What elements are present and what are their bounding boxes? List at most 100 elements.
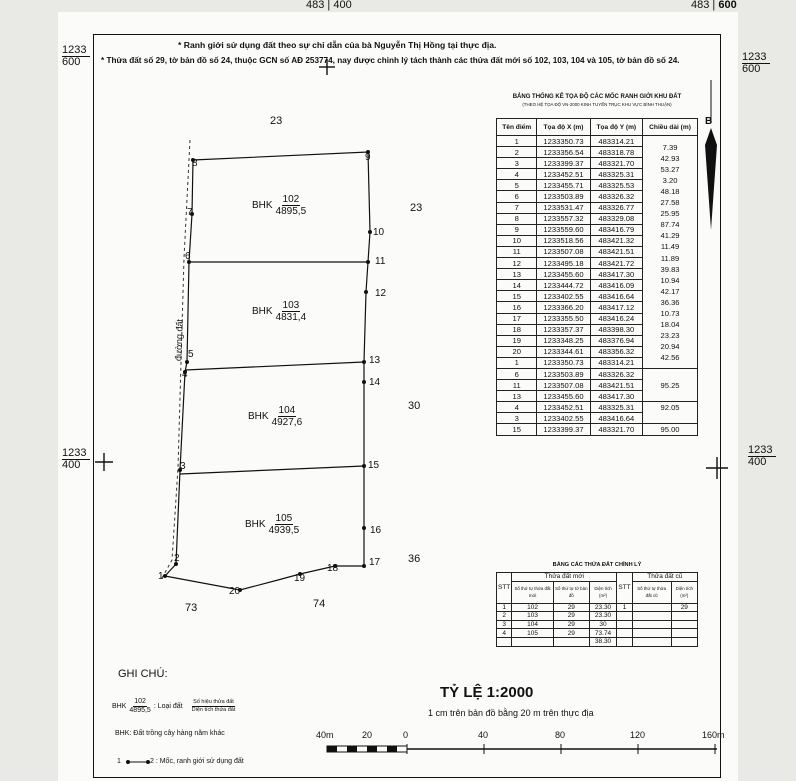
coord-x: 1233503.89 [536,190,591,203]
legend-boundary-line [126,760,150,764]
parcel-head-new: Thửa đất mới [511,572,618,582]
coord-length: 10.94 [642,274,698,286]
point-label-4: 4 [182,369,188,380]
parcel-col-e: Diện tích (m²) [670,580,699,604]
neighbor-73: 73 [185,602,198,614]
coord-x: 1233507.08 [536,379,591,392]
grid-label-top-right: 483 | 600 [691,0,737,11]
coord-length: 27.58 [642,197,698,209]
coord-point: 7 [495,201,538,214]
coord-point: 20 [495,345,538,358]
point-label-14: 14 [369,377,381,388]
scale-tick-0: 0 [403,730,409,740]
coord-point: 16 [495,301,538,314]
coord-length: 36.36 [642,296,698,308]
point-label-12: 12 [375,288,387,299]
coord-x: 1233357.37 [536,323,591,336]
coord-x: 1233455.71 [536,179,591,192]
coord-length: 39.83 [642,263,698,275]
parcel-old-cell [616,619,633,630]
coord-x: 1233356.54 [536,146,591,159]
neighbor-36: 36 [408,553,421,565]
parcel-cell: 29 [552,628,590,638]
parcel-head-old: Thửa đất cũ [631,572,699,582]
scale-tick-40: 40 [478,730,489,740]
coord-y: 483321.70 [589,423,644,436]
scale-tick-20: 20 [362,730,373,740]
coord-point: 13 [495,390,538,403]
coord-y: 483325.53 [589,179,644,192]
coord-length: 95.25 [642,379,698,391]
divider-103-104 [184,361,365,371]
parcel-head-stt-old: STT [616,572,633,604]
parcel-col-a: Số thứ tự thửa đất mới [511,580,554,604]
point-label-7: 7 [187,207,193,218]
point-label-17: 17 [369,557,381,568]
coord-point: 17 [495,312,538,325]
coord-x: 1233559.60 [536,223,591,236]
coord-x: 1233402.55 [536,412,591,425]
scale-title: TỶ LỆ 1:2000 [440,684,534,701]
parcel-old-cell [631,602,672,613]
road-label: đường đất [173,318,185,362]
parcel-cell: 104 [511,619,554,630]
coord-point: 1 [495,134,538,148]
note-line-2: * Thửa đất số 29, tờ bản đồ số 24, thuộc… [101,56,680,65]
grid-label-top-left: 483 | 400 [306,0,352,11]
coord-x: 1233495.18 [536,257,591,270]
coord-point: 12 [495,257,538,270]
point-label-19: 19 [294,573,306,584]
parcel-cell: 29 [552,619,590,630]
coord-point: 2 [495,146,538,159]
coord-y: 483326.32 [589,190,644,203]
parcel-head-stt: STT [495,572,513,604]
vertex-markers [163,150,372,592]
coord-point: 10 [495,234,538,247]
point-label-10: 10 [373,227,385,238]
scale-tick-160m: 160m [702,730,725,740]
coord-y: 483326.32 [589,367,644,381]
parcel-cell: 29 [552,611,590,621]
coord-y: 483398.30 [589,323,644,336]
point-label-1: 1 [158,571,164,582]
coord-length [642,368,698,380]
coord-length: 10.73 [642,308,698,320]
north-arrow [705,80,717,230]
coord-point: 1 [495,356,538,369]
coord-x: 1233350.73 [536,356,591,369]
coord-point: 15 [495,290,538,303]
point-label-18: 18 [327,563,339,574]
coord-length: 18.04 [642,319,698,331]
parcel-col-d: Số thứ tự thửa đất cũ [631,580,672,604]
legend-bhk-desc: BHK: Đất trồng cây hàng năm khác [115,730,225,737]
north-label: B [705,116,713,127]
coord-x: 1233348.25 [536,334,591,347]
parcel-outer-boundary [164,151,371,591]
legend-title: GHI CHÚ: [118,668,168,680]
parcel-total: 38.30 [588,636,618,647]
parcel-cell: 105 [511,628,554,638]
coord-point: 11 [495,245,538,259]
legend-line-desc: 2 : Mốc, ranh giới sử dụng đất [150,758,244,765]
parcel-cell: 73.74 [588,628,618,638]
point-label-11: 11 [375,256,386,267]
point-label-16: 16 [370,525,382,536]
coord-point: 5 [495,179,538,192]
coord-y: 483416.64 [589,412,644,425]
coord-x: 1233350.73 [536,134,591,148]
scale-bar [326,744,717,754]
coord-y: 483376.94 [589,334,644,347]
parcel-table-title: BẢNG CÁC THỬA ĐẤT CHỈNH LÝ [552,562,642,568]
